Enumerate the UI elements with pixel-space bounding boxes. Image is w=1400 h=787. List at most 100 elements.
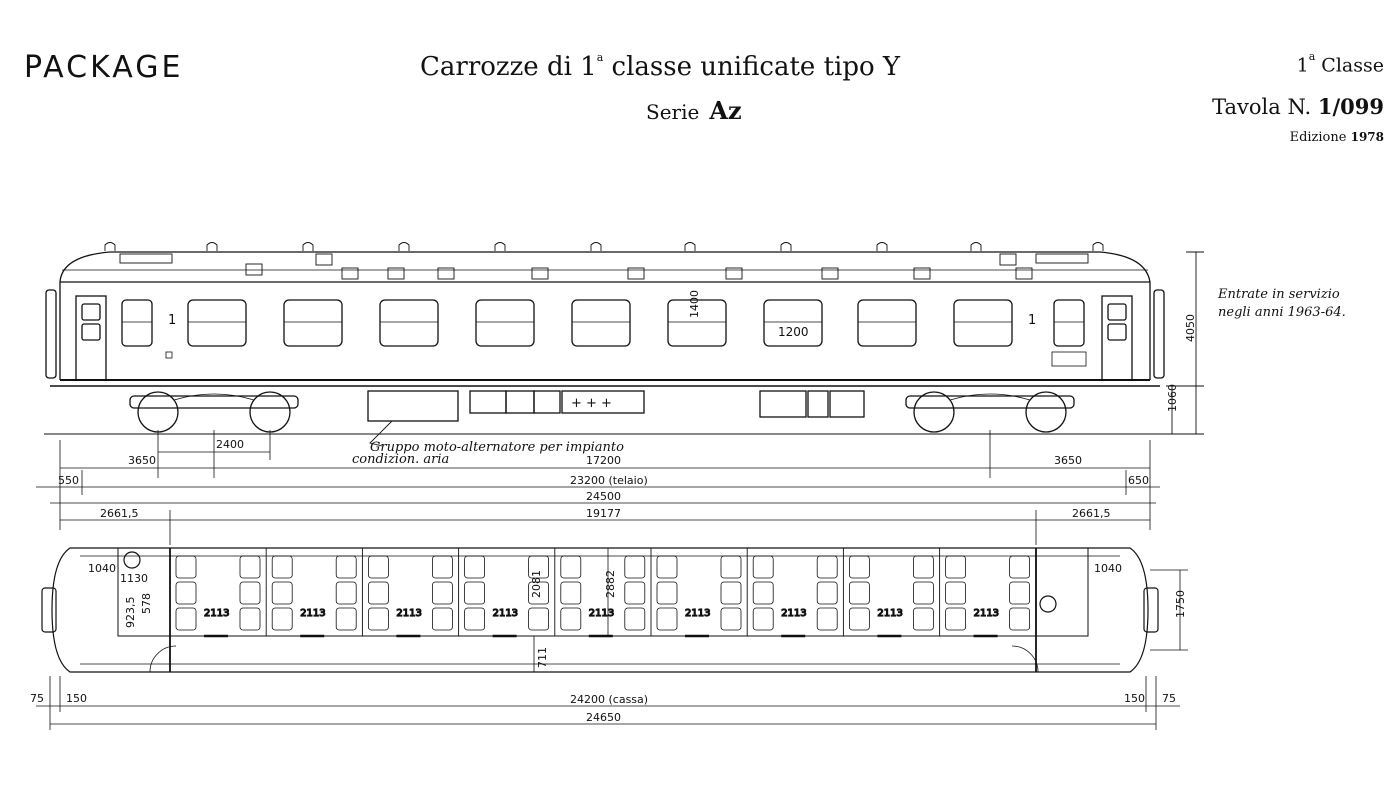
vent-box-10 — [913, 267, 931, 280]
window-4 — [475, 299, 535, 347]
dim-frame-length: 23200 (telaio) — [570, 474, 648, 487]
tank-box-1 — [759, 390, 807, 418]
roof-ventilators — [104, 242, 1104, 251]
dim-bottom-right-a: 75 — [1162, 692, 1176, 705]
seat-right-5-1 — [624, 555, 646, 579]
dim-floor-height: 1060 — [1166, 384, 1179, 412]
vent-box-12 — [999, 253, 1017, 266]
seat-left-5-1 — [560, 555, 582, 579]
dim-bogie-center: 17200 — [586, 454, 621, 467]
seat-left-9-1 — [945, 555, 966, 579]
dim-length-buffers: 24500 — [586, 490, 621, 503]
seat-left-6-3 — [656, 607, 678, 631]
window-1 — [187, 299, 247, 347]
dim-toilet-left-2: 1130 — [120, 572, 148, 585]
buffer-left — [45, 289, 57, 379]
dim-toilet-left-3: 923,5 — [124, 597, 137, 629]
edizione-label: Edizione — [1289, 130, 1347, 145]
seat-left-8-1 — [849, 555, 870, 579]
vent-box-9 — [821, 267, 839, 280]
seat-left-8-2 — [849, 581, 870, 605]
class-mark-right: 1 — [1028, 313, 1036, 328]
dim-bogie-left: 3650 — [128, 454, 156, 467]
toilet-window-left — [121, 299, 153, 347]
seat-right-6-3 — [720, 607, 742, 631]
toilet-left — [117, 547, 171, 637]
end-door-left-window-top — [81, 303, 101, 321]
seat-right-9-1 — [1009, 555, 1030, 579]
service-note-line-2: negli anni 1963-64. — [1218, 305, 1346, 320]
seat-left-4-1 — [464, 555, 486, 579]
seat-right-1-1 — [239, 555, 261, 579]
plan-buffer-right — [1143, 587, 1159, 633]
dim-vestibule-right: 2661,5 — [1072, 507, 1111, 520]
alternator-box — [367, 390, 459, 422]
dim-height-total: 4050 — [1184, 314, 1197, 342]
dimension-chains — [36, 430, 1160, 545]
seat-left-2-1 — [271, 555, 293, 579]
seat-left-5-3 — [560, 607, 582, 631]
side-grille-right — [1051, 351, 1087, 367]
dim-compartment-8: 2113 — [877, 608, 902, 619]
seat-right-6-1 — [720, 555, 742, 579]
seat-left-7-1 — [752, 555, 774, 579]
edition-label: Edizione 1978 — [1290, 130, 1384, 145]
toilet-window-right — [1053, 299, 1085, 347]
end-door-left — [75, 295, 107, 381]
title-text-post: classe unificate tipo Y — [603, 52, 901, 82]
seat-left-1-3 — [175, 607, 197, 631]
dim-bottom-left-a: 75 — [30, 692, 44, 705]
window-9 — [953, 299, 1013, 347]
class-post: Classe — [1315, 54, 1384, 77]
seat-right-8-2 — [913, 581, 934, 605]
gruppo-note-line-2: condizion. aria — [352, 452, 449, 467]
roof-ventilator-8 — [780, 242, 792, 251]
wheel-1 — [137, 391, 179, 433]
roof-ventilator-6 — [590, 242, 602, 251]
seat-right-9-2 — [1009, 581, 1030, 605]
side-plate-left — [165, 351, 173, 359]
table-number: Tavola N. 1/099 — [1212, 94, 1384, 119]
edizione-value: 1978 — [1350, 130, 1384, 144]
gruppo-leader — [369, 420, 393, 447]
roof-vent-boxes — [245, 253, 1033, 280]
window-number-left: 1400 — [688, 290, 701, 318]
dim-bottom-right-b: 150 — [1124, 692, 1145, 705]
dim-saloon-length: 19177 — [586, 507, 621, 520]
seat-right-4-3 — [528, 607, 549, 631]
seat-left-7-2 — [752, 581, 774, 605]
bogie-frame-1 — [129, 395, 299, 409]
equipment-box-2 — [505, 390, 535, 414]
seat-left-1-1 — [175, 555, 197, 579]
dim-toilet-left-4: 578 — [140, 593, 153, 614]
roof-ventilator-1 — [104, 242, 116, 251]
seat-left-7-3 — [752, 607, 774, 631]
dim-toilet-right-1: 1040 — [1094, 562, 1122, 575]
gruppo-note-line-1: Gruppo moto-alternatore per impianto — [370, 440, 624, 455]
dim-aisle-width: 711 — [536, 647, 549, 668]
vent-box-1 — [245, 263, 263, 276]
end-door-right-window-bottom — [1107, 323, 1127, 341]
bogie-frame-2 — [905, 395, 1075, 409]
dim-toilet-left-1: 1040 — [88, 562, 116, 575]
dim-compartment-3: 2113 — [396, 608, 421, 619]
roof-end-panel-right — [1035, 253, 1089, 264]
class-mark-left: 1 — [168, 313, 176, 328]
vent-box-3 — [341, 267, 359, 280]
vent-box-7 — [627, 267, 645, 280]
dim-compartment-9: 2113 — [974, 608, 999, 619]
dim-compartment-4: 2113 — [493, 608, 518, 619]
equipment-box-1 — [469, 390, 507, 414]
battery-symbols: + + + — [571, 396, 612, 411]
series-value: Az — [709, 96, 742, 125]
vent-box-8 — [725, 267, 743, 280]
seat-right-3-3 — [431, 607, 453, 631]
seat-right-6-2 — [720, 581, 742, 605]
roof-ventilator-5 — [494, 242, 506, 251]
plan-outline — [51, 547, 1149, 673]
wheel-3 — [913, 391, 955, 433]
service-note-line-1: Entrate in servizio — [1217, 287, 1340, 302]
window-2 — [283, 299, 343, 347]
seat-left-3-3 — [367, 607, 389, 631]
